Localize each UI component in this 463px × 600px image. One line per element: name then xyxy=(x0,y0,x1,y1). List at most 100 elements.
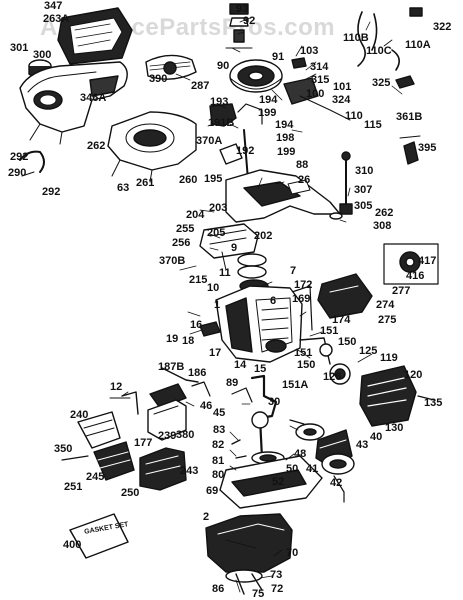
part-label-390: 390 xyxy=(149,73,168,85)
air-cleaner-cover xyxy=(147,399,187,441)
control-plate xyxy=(225,169,341,223)
part-label-42: 42 xyxy=(330,477,343,489)
part-label-1: 1 xyxy=(214,299,221,311)
muffler-shield xyxy=(77,411,121,449)
part-label-63: 63 xyxy=(117,182,130,194)
part-label-277: 277 xyxy=(392,285,411,297)
part-label-290: 290 xyxy=(8,167,27,179)
cylinder-shroud xyxy=(107,111,197,183)
dipstick xyxy=(329,151,353,220)
part-label-80: 80 xyxy=(212,469,225,481)
part-label-251: 251 xyxy=(64,481,83,493)
part-label-110B: 110B xyxy=(343,32,369,44)
gasket-set-box xyxy=(69,513,129,559)
part-label-274: 274 xyxy=(376,299,395,311)
part-label-310: 310 xyxy=(355,165,374,177)
air-cleaner xyxy=(279,273,373,331)
piston xyxy=(315,429,355,503)
part-label-287: 287 xyxy=(191,80,210,92)
part-label-41: 41 xyxy=(306,463,319,475)
part-label-301: 301 xyxy=(10,42,29,54)
blower-housing xyxy=(19,61,128,145)
part-label-135: 135 xyxy=(424,397,443,409)
part-label-204: 204 xyxy=(186,209,205,221)
part-label-17: 17 xyxy=(209,347,222,359)
part-label-50: 50 xyxy=(286,463,299,475)
part-label-261: 261 xyxy=(136,177,155,189)
gasket-base xyxy=(219,455,323,509)
part-label-151a: 151 xyxy=(320,325,339,337)
part-label-103: 103 xyxy=(300,45,319,57)
part-label-245: 245 xyxy=(86,471,105,483)
part-label-46: 46 xyxy=(200,400,213,412)
part-label-174: 174 xyxy=(332,314,351,326)
part-label-305: 305 xyxy=(354,200,373,212)
part-label-400: 400 xyxy=(63,539,82,551)
ignition-module xyxy=(283,57,351,121)
part-label-43: 43 xyxy=(356,439,369,451)
air-filter-element xyxy=(139,447,187,491)
part-label-370A: 370A xyxy=(196,135,223,147)
part-label-256: 256 xyxy=(172,237,191,249)
fuel-tank-shroud xyxy=(57,7,133,65)
part-label-151A: 151A xyxy=(282,379,309,391)
part-label-30: 30 xyxy=(268,396,281,408)
part-label-82: 82 xyxy=(212,439,225,451)
part-label-239: 239 xyxy=(158,430,177,442)
part-label-240: 240 xyxy=(70,409,89,421)
part-label-93: 93 xyxy=(236,3,249,15)
part-label-215: 215 xyxy=(189,274,208,286)
part-label-100: 100 xyxy=(306,88,325,100)
part-label-172: 172 xyxy=(294,279,313,291)
part-label-361B: 361B xyxy=(396,111,423,123)
part-label-262b: 262 xyxy=(375,207,394,219)
part-label-45: 45 xyxy=(213,407,226,419)
part-label-88: 88 xyxy=(296,159,309,171)
part-label-150a: 150 xyxy=(338,336,357,348)
crankshaft xyxy=(231,374,278,460)
oil-fill-tube xyxy=(19,150,45,177)
part-label-314: 314 xyxy=(310,61,329,73)
cylinder-head xyxy=(359,365,435,427)
part-label-70: 70 xyxy=(286,547,299,559)
part-label-250: 250 xyxy=(121,487,140,499)
part-label-69: 69 xyxy=(206,485,219,497)
part-label-130: 130 xyxy=(385,422,404,434)
part-label-292b: 292 xyxy=(42,186,61,198)
primer-bulb xyxy=(383,243,439,285)
part-label-110A: 110A xyxy=(405,39,431,51)
part-label-115: 115 xyxy=(364,119,382,131)
part-label-292a: 292 xyxy=(10,151,29,163)
muffler-bracket xyxy=(109,391,139,415)
part-label-417: 417 xyxy=(418,255,437,267)
part-label-198: 198 xyxy=(276,132,295,144)
part-label-86: 86 xyxy=(212,583,225,595)
part-label-119: 119 xyxy=(380,352,398,364)
part-label-191B: 191B xyxy=(208,117,235,129)
part-label-199b: 199 xyxy=(277,146,296,158)
part-label-15: 15 xyxy=(254,363,267,375)
part-label-263A: 263A xyxy=(43,13,70,25)
valve-assembly xyxy=(299,337,351,385)
part-label-110C: 110C xyxy=(366,45,392,57)
part-label-91: 91 xyxy=(272,51,285,63)
part-label-81: 81 xyxy=(212,455,225,467)
part-label-325: 325 xyxy=(372,77,391,89)
part-label-199a: 199 xyxy=(258,107,277,119)
part-label-16: 16 xyxy=(190,319,203,331)
part-label-14: 14 xyxy=(234,359,247,371)
camshaft-gear xyxy=(289,419,325,441)
part-label-169: 169 xyxy=(292,293,311,305)
part-label-83: 83 xyxy=(213,424,226,436)
part-label-187B: 187B xyxy=(158,361,185,373)
part-label-416: 416 xyxy=(406,270,425,282)
part-label-203: 203 xyxy=(209,202,228,214)
part-label-18: 18 xyxy=(182,335,195,347)
ignition-wires xyxy=(357,7,423,89)
part-label-11: 11 xyxy=(219,267,231,279)
part-label-7: 7 xyxy=(290,265,297,277)
part-label-89: 89 xyxy=(226,377,239,389)
part-label-346A: 346A xyxy=(80,92,107,104)
part-label-205: 205 xyxy=(207,227,226,239)
